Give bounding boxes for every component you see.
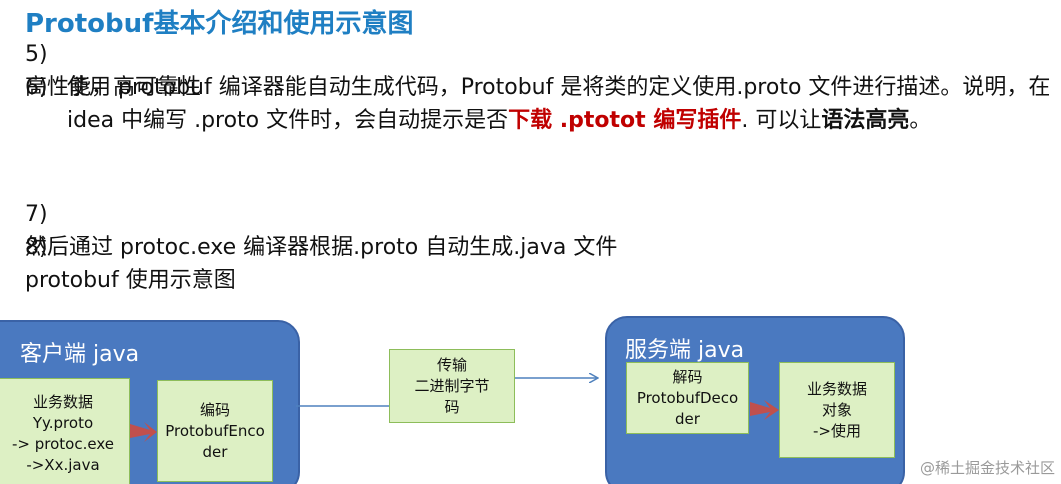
bullet-6-highlight-bold: 语法高亮 — [821, 108, 910, 133]
bullet-6: 6) 使用 protobuf 编译器能自动生成代码，Protobuf 是将类的定义… — [25, 71, 1052, 137]
bullet-text: 使用 protobuf 编译器能自动生成代码，Protobuf 是将类的定义使用… — [67, 71, 1052, 137]
client-data-box: 业务数据 Yy.proto -> protoc.exe ->Xx.java — [0, 378, 130, 484]
decoder-line: der — [675, 409, 700, 428]
decoder-line: 解码 — [672, 367, 703, 386]
bullet-text: 然后通过 protoc.exe 编译器根据.proto 自动生成.java 文件 — [25, 235, 618, 260]
transfer-box: 传输 二进制字节 码 — [389, 349, 515, 423]
client-data-line: -> protoc.exe — [12, 435, 114, 453]
transfer-line: 二进制字节 — [414, 376, 490, 395]
bullet-text: 高性能，高可靠性 — [25, 75, 202, 100]
bullet-number: 5) — [25, 42, 48, 67]
bullet-6-text-c: 。 — [909, 108, 932, 133]
slide-title: Protobuf基本介绍和使用示意图 — [25, 9, 414, 39]
server-label: 服务端 java — [625, 338, 745, 363]
bullet-number: 7) — [25, 202, 48, 227]
encoder-line: 编码 — [199, 400, 230, 419]
bullet-number: 6) — [25, 75, 48, 100]
bullet-6-text-a: 使用 protobuf 编译器能自动生成代码，Protobuf 是将类的定义使用… — [67, 75, 1051, 133]
client-data-line: 业务数据 — [32, 393, 93, 411]
client-data-line: Yy.proto — [32, 414, 94, 432]
bullet-text: protobuf 使用示意图 — [25, 268, 236, 293]
bullet-6-highlight-red: 下载 .ptotot 编写插件 — [508, 108, 742, 133]
encoder-line: der — [202, 442, 228, 461]
client-label: 客户端 java — [20, 342, 140, 367]
encoder-box: 编码 ProtobufEnco der — [157, 380, 273, 482]
transfer-line: 码 — [444, 397, 460, 416]
server-data-box: 业务数据 对象 ->使用 — [779, 362, 895, 458]
server-data-line: 对象 — [821, 400, 852, 419]
decoder-box: 解码 ProtobufDeco der — [626, 362, 749, 434]
encoder-line: ProtobufEnco — [165, 421, 265, 440]
server-data-line: ->使用 — [813, 421, 861, 440]
bullet-8: 8) protobuf 使用示意图 — [25, 231, 1061, 297]
bullet-5: 5) 高性能，高可靠性 — [25, 38, 1061, 104]
client-data-line: ->Xx.java — [26, 456, 100, 474]
transfer-line: 传输 — [436, 355, 467, 374]
bullet-7: 7) 然后通过 protoc.exe 编译器根据.proto 自动生成.java … — [25, 198, 1061, 264]
bullet-6-text-b: . 可以让 — [741, 108, 822, 133]
server-data-line: 业务数据 — [806, 379, 867, 398]
bullet-number: 8) — [25, 235, 48, 260]
decoder-line: ProtobufDeco — [636, 388, 739, 407]
watermark: @稀土掘金技术社区 — [919, 459, 1055, 477]
